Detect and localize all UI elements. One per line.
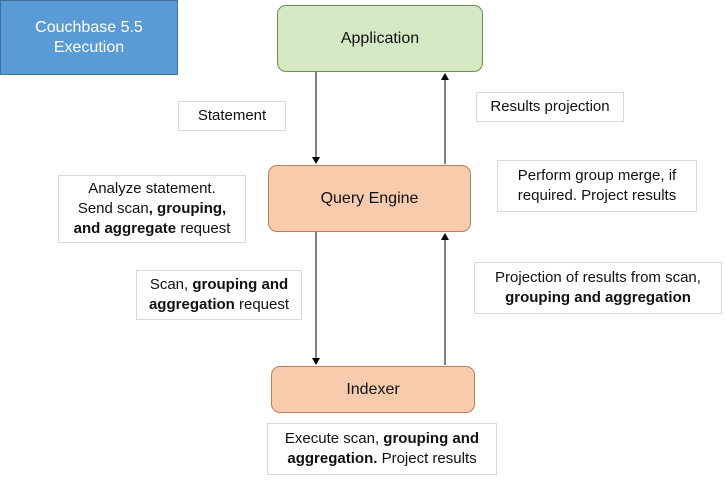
query-engine-label: Query Engine (320, 189, 419, 207)
title-box: Couchbase 5.5 Execution (0, 0, 178, 75)
projection-line-1: Projection of results from scan, (495, 269, 701, 286)
indexer-node: Indexer (271, 366, 475, 413)
group-merge-label: Perform group merge, if required. Projec… (497, 160, 697, 212)
scan-request-label: Scan, grouping and aggregation request (136, 270, 302, 320)
group-merge-line-1: Perform group merge, if (517, 167, 677, 184)
analyze-line-1: Analyze statement. (88, 180, 216, 197)
title-line-2: Execution (53, 38, 125, 56)
scan-request-line-1: Scan, grouping and (149, 276, 289, 293)
title-line-1: Couchbase 5.5 (35, 18, 143, 36)
group-merge-line-2: required. Project results (517, 187, 677, 204)
query-engine-node: Query Engine (268, 165, 471, 232)
execute-line-2: aggregation. Project results (287, 450, 477, 467)
analyze-line-3: and aggregate request (73, 220, 231, 237)
execute-line-1: Execute scan, grouping and (284, 430, 480, 447)
results-projection-label: Results projection (476, 92, 624, 122)
analyze-statement-label: Analyze statement. Send scan, grouping, … (58, 175, 246, 243)
application-node: Application (277, 5, 483, 72)
statement-text: Statement (197, 107, 267, 124)
results-projection-text: Results projection (490, 98, 610, 115)
projection-from-scan-label: Projection of results from scan, groupin… (474, 262, 722, 314)
statement-label: Statement (178, 101, 286, 131)
execute-scan-label: Execute scan, grouping and aggregation. … (267, 423, 497, 475)
indexer-label: Indexer (346, 380, 400, 398)
analyze-line-2: Send scan, grouping, (77, 200, 227, 217)
scan-request-line-2: aggregation request (148, 296, 290, 313)
projection-line-2: grouping and aggregation (505, 289, 691, 306)
application-label: Application (340, 29, 420, 47)
